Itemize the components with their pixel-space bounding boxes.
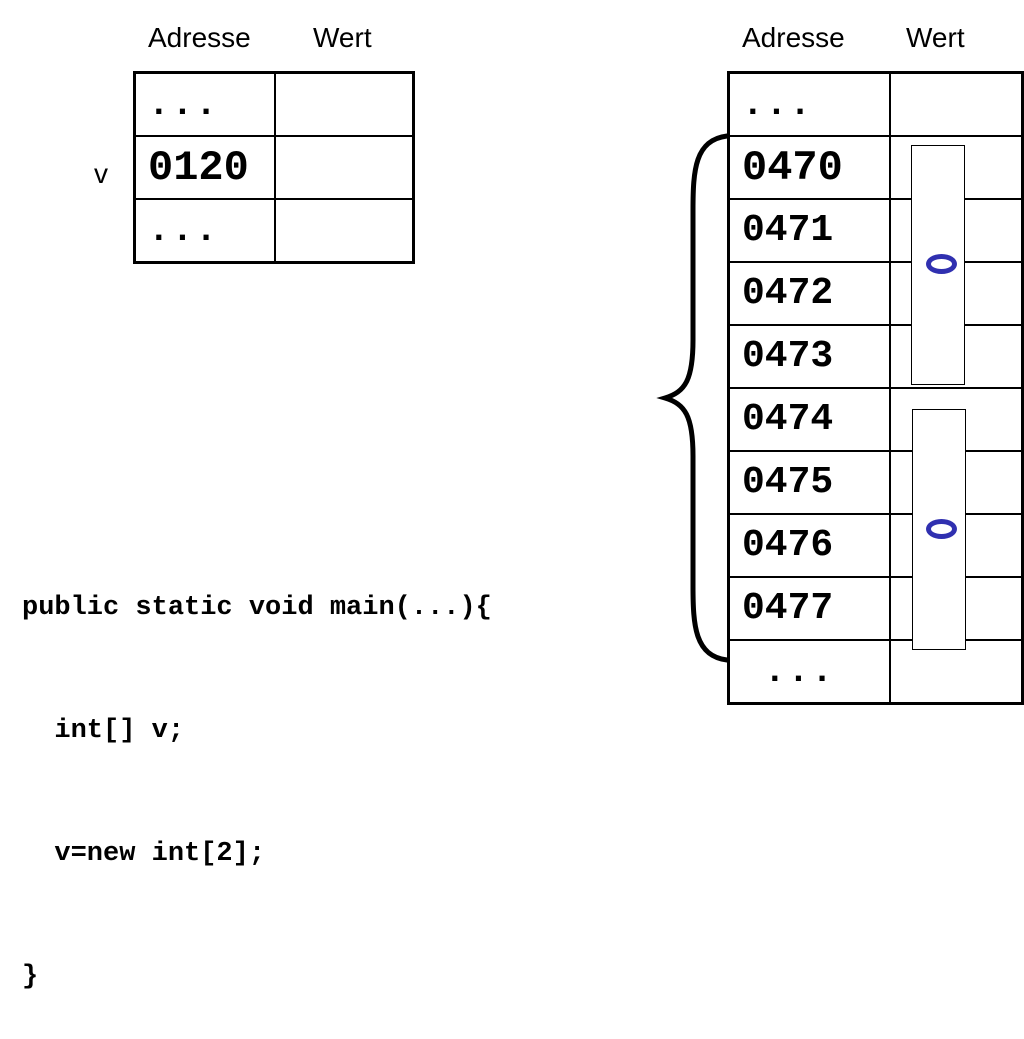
code-line: public static void main(...){ <box>22 593 492 623</box>
address-cell: 0470 <box>727 135 891 200</box>
memory-row: 0472 <box>727 261 1024 326</box>
address-cell: 0473 <box>727 324 891 389</box>
address-cell: ... <box>727 639 891 705</box>
memory-row: ... <box>727 639 1024 705</box>
address-cell: 0471 <box>727 198 891 263</box>
array-brace-icon <box>656 133 730 663</box>
variable-label: v <box>94 158 108 189</box>
address-cell: ... <box>133 198 276 264</box>
address-cell: 0476 <box>727 513 891 578</box>
address-cell: 0475 <box>727 450 891 515</box>
memory-row: ... <box>133 71 415 137</box>
memory-row: 0475 <box>727 450 1024 515</box>
code-line: v=new int[2]; <box>22 839 266 869</box>
memory-row: 0473 <box>727 324 1024 389</box>
value-cell <box>274 71 415 137</box>
value-cell <box>888 71 1024 137</box>
code-snippet: public static void main(...){ int[] v; v… <box>22 506 492 1039</box>
memory-row: 0476 <box>727 513 1024 578</box>
left-value-header: Wert <box>313 22 372 53</box>
address-cell: 0472 <box>727 261 891 326</box>
address-cell: ... <box>133 71 276 137</box>
address-cell: 0477 <box>727 576 891 641</box>
address-cell: 0120 <box>133 135 276 200</box>
memory-row: 0474 <box>727 387 1024 452</box>
left-address-header: Adresse <box>148 22 251 53</box>
memory-row: ... <box>133 198 415 264</box>
code-line: } <box>22 962 39 992</box>
memory-row: 0120 <box>133 135 415 200</box>
code-line: int[] v; <box>22 716 185 746</box>
value-cell <box>274 135 415 200</box>
left-memory-table: ... 0120 ... <box>133 71 415 264</box>
int-value-zero <box>926 519 957 539</box>
memory-row: 0470 <box>727 135 1024 200</box>
value-cell <box>274 198 415 264</box>
memory-row: 0471 <box>727 198 1024 263</box>
int-value-zero <box>926 254 957 274</box>
address-cell: 0474 <box>727 387 891 452</box>
right-memory-table: ... 0470 0471 0472 0473 0474 0475 0476 0… <box>727 71 1024 705</box>
right-value-header: Wert <box>906 22 965 53</box>
memory-row: ... <box>727 71 1024 137</box>
address-cell: ... <box>727 71 891 137</box>
memory-row: 0477 <box>727 576 1024 641</box>
right-address-header: Adresse <box>742 22 845 53</box>
